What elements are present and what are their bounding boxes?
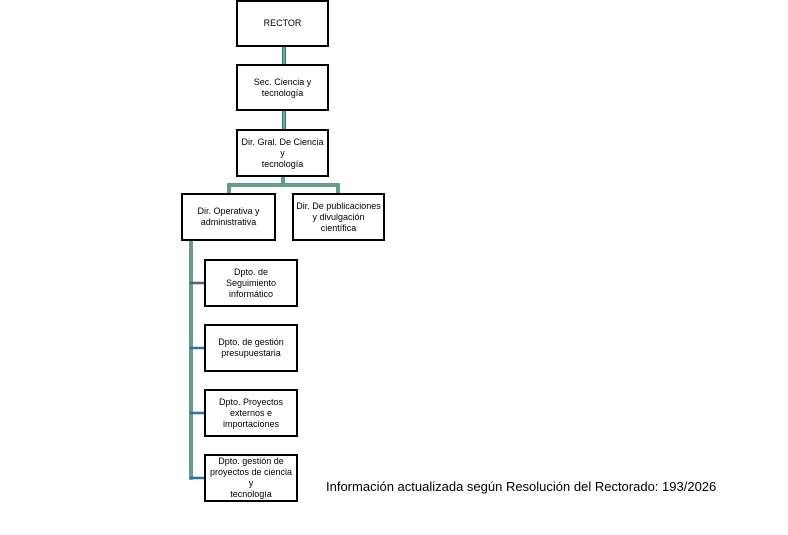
- footnote-resolution: Información actualizada según Resolución…: [326, 479, 717, 494]
- node-dpto-seguimiento: Dpto. de Seguimiento informático: [204, 259, 298, 307]
- node-dir-gral-ciencia-tecnologia: Dir. Gral. De Ciencia y tecnología: [236, 129, 329, 177]
- node-dpto-gestion-proyectos-label: Dpto. gestión de proyectos de ciencia y …: [209, 456, 293, 499]
- node-sec-label: Sec. Ciencia y tecnología: [253, 76, 312, 98]
- node-dpto-gestion-proyectos: Dpto. gestión de proyectos de ciencia y …: [204, 454, 298, 502]
- node-rector-label: RECTOR: [263, 18, 302, 28]
- node-dir-operativa-label: Dir. Operativa y administrativa: [197, 206, 260, 227]
- node-dpto-seguimiento-label: Dpto. de Seguimiento informático: [225, 266, 277, 299]
- node-dpto-gestion-label: Dpto. de gestión presupuestaria: [218, 337, 284, 358]
- node-dir-publicaciones-label: Dir. De publicaciones y divulgación cien…: [296, 200, 381, 233]
- node-rector: RECTOR: [236, 0, 329, 47]
- node-dpto-proyectos-label: Dpto. Proyectos externos e importaciones: [218, 396, 284, 429]
- node-dpto-gestion-presupuestaria: Dpto. de gestión presupuestaria: [204, 324, 298, 372]
- node-dir-gral-label: Dir. Gral. De Ciencia y tecnología: [241, 136, 324, 169]
- node-sec-ciencia-tecnologia: Sec. Ciencia y tecnología: [236, 64, 329, 111]
- node-dpto-proyectos-externos: Dpto. Proyectos externos e importaciones: [204, 389, 298, 437]
- node-dir-operativa: Dir. Operativa y administrativa: [181, 193, 276, 241]
- node-dir-publicaciones: Dir. De publicaciones y divulgación cien…: [292, 193, 385, 241]
